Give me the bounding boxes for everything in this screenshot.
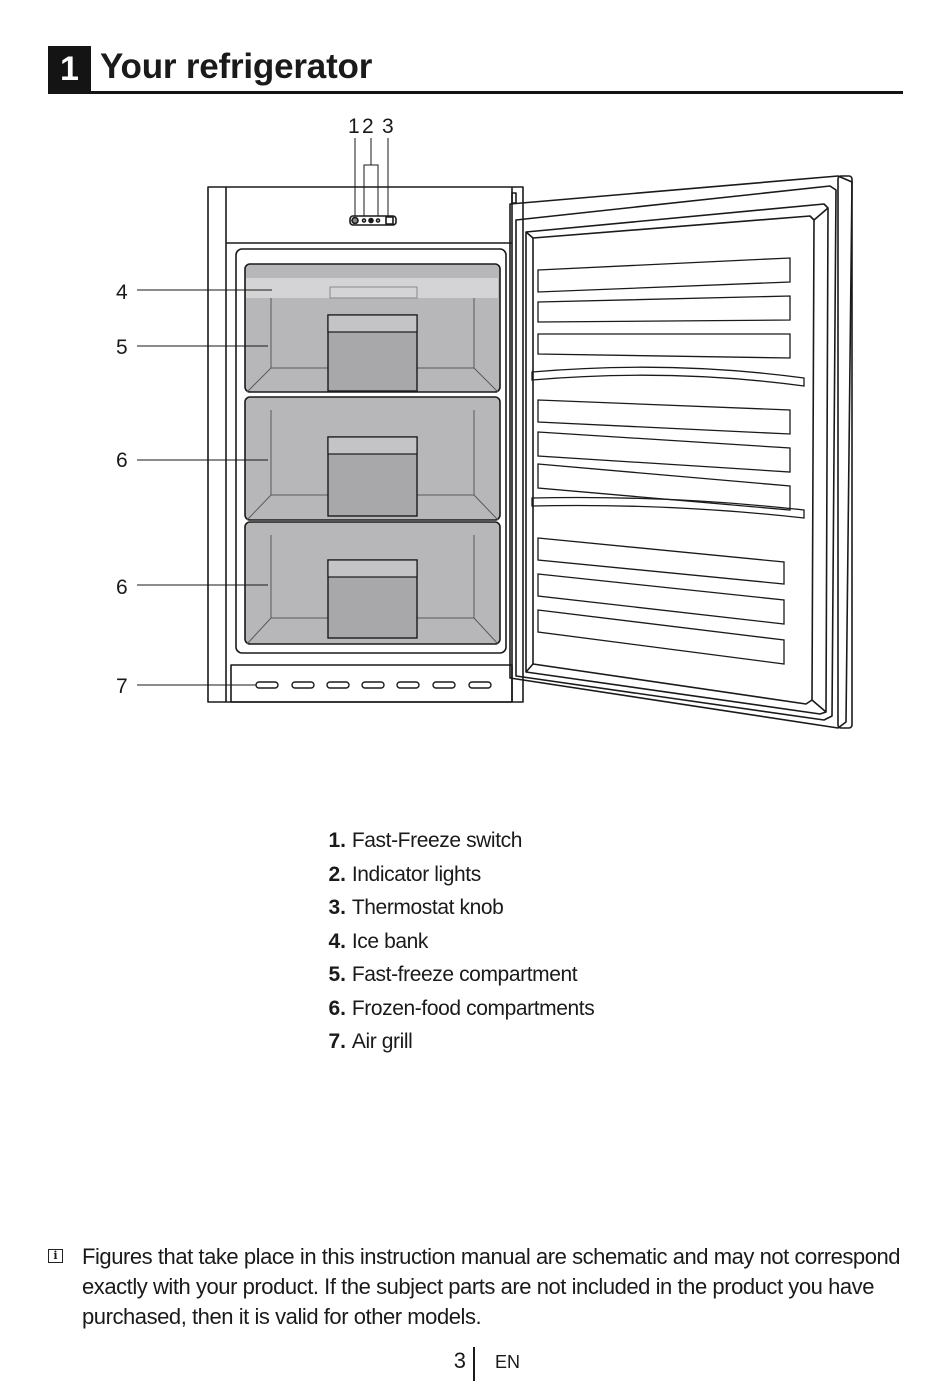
callout-6b: 6 xyxy=(116,576,128,599)
item-label: Thermostat knob xyxy=(351,896,504,919)
item-label: Fast-freeze compartment xyxy=(351,963,578,986)
list-item: 1. Fast-Freeze switch xyxy=(300,826,594,860)
list-item: 6. Frozen-food compartments xyxy=(300,994,594,1028)
header-rule xyxy=(48,91,903,94)
section-header: 1 Your refrigerator xyxy=(48,46,903,94)
callout-4: 4 xyxy=(116,281,128,304)
callout-2: 2 xyxy=(362,115,374,138)
item-label: Ice bank xyxy=(351,929,429,953)
page-footer: 3 EN xyxy=(0,1344,950,1384)
door xyxy=(509,175,853,729)
item-number: 2. xyxy=(328,862,346,886)
page-number: 3 xyxy=(453,1348,466,1373)
item-number: 7. xyxy=(328,1030,346,1053)
parts-list: 1. Fast-Freeze switch 2. Indicator light… xyxy=(300,826,594,1061)
list-item: 4. Ice bank xyxy=(300,927,594,961)
list-item: 2. Indicator lights xyxy=(300,860,594,894)
section-number: 1 xyxy=(48,46,91,92)
item-label: Fast-Freeze switch xyxy=(351,829,523,852)
list-item: 5. Fast-freeze compartment xyxy=(300,960,594,994)
list-item: 3. Thermostat knob xyxy=(300,893,594,927)
callout-leaders xyxy=(137,138,389,686)
control-panel xyxy=(349,215,397,226)
language-code: EN xyxy=(495,1352,521,1372)
refrigerator-diagram: 1 2 3 4 5 6 6 7 xyxy=(116,115,853,729)
item-number: 1. xyxy=(328,829,346,852)
callout-5: 5 xyxy=(116,336,128,359)
info-icon: i xyxy=(48,1249,63,1263)
item-label: Frozen-food compartments xyxy=(351,996,595,1020)
callout-7: 7 xyxy=(116,675,128,698)
item-number: 5. xyxy=(328,963,346,986)
item-number: 6. xyxy=(328,996,346,1020)
note-text: Figures that take place in this instruct… xyxy=(82,1244,901,1329)
list-item: 7. Air grill xyxy=(300,1027,594,1061)
callout-6a: 6 xyxy=(116,449,128,472)
air-grill xyxy=(255,681,492,689)
item-number: 4. xyxy=(328,929,346,953)
footer-divider xyxy=(473,1347,475,1381)
door-shelves xyxy=(531,257,805,665)
ice-bank xyxy=(246,278,498,298)
refrigerator-figure: 1 2 3 4 5 6 6 7 xyxy=(0,105,950,745)
item-label: Air grill xyxy=(351,1030,413,1053)
callout-3: 3 xyxy=(382,115,394,138)
page-title: Your refrigerator xyxy=(100,47,373,86)
item-label: Indicator lights xyxy=(351,862,481,886)
callout-1: 1 xyxy=(348,115,360,138)
item-number: 3. xyxy=(328,896,346,919)
